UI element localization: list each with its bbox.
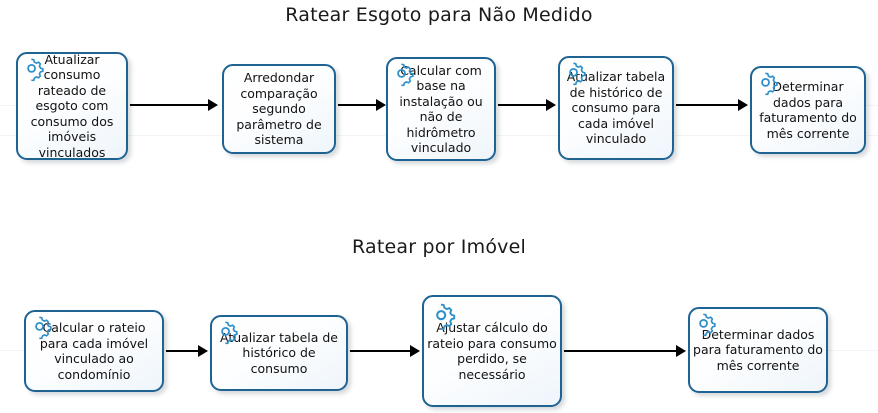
connector-arrow (350, 345, 420, 357)
section-title-bottom: Ratear por Imóvel (352, 236, 526, 258)
node-label: Determinar dados para faturamento do mês… (693, 326, 823, 373)
process-node-ajustar-calculo-rateio[interactable]: Ajustar cálculo do rateio para consumo p… (422, 295, 562, 407)
node-label: Atualizar tabela de histórico de consumo… (566, 69, 666, 147)
process-node-atualizar-consumo-rateado[interactable]: Atualizar consumo rateado de esgoto com … (16, 52, 128, 160)
process-node-determinar-dados-faturamento[interactable]: Determinar dados para faturamento do mês… (750, 66, 866, 154)
process-node-arredondar-comparacao[interactable]: Arredondar comparação segundo parâmetro … (222, 64, 336, 154)
section-title-top: Ratear Esgoto para Não Medido (285, 4, 593, 26)
node-label: Atualizar consumo rateado de esgoto com … (30, 52, 114, 160)
process-node-atualizar-tabela-historico-consumo[interactable]: Atualizar tabela de histórico de consumo (210, 315, 348, 391)
process-node-calcular-com-base-instalacao[interactable]: Calcular com base na instalação ou não d… (386, 57, 496, 161)
process-node-atualizar-tabela-historico[interactable]: Atualizar tabela de histórico de consumo… (558, 56, 674, 160)
process-node-determinar-dados-faturamento-2[interactable]: Determinar dados para faturamento do mês… (688, 307, 828, 393)
process-node-calcular-rateio-condominio[interactable]: Calcular o rateio para cada imóvel vincu… (24, 310, 164, 392)
node-label: Ajustar cálculo do rateio para consumo p… (427, 320, 557, 382)
node-label: Arredondar comparação segundo parâmetro … (236, 70, 322, 148)
node-label: Determinar dados para faturamento do mês… (759, 79, 857, 141)
connector-arrow (564, 345, 686, 357)
node-label: Calcular o rateio para cada imóvel vincu… (39, 320, 149, 382)
connector-arrow (166, 345, 208, 357)
node-label: Atualizar tabela de histórico de consumo (219, 329, 338, 376)
node-label: Calcular com base na instalação ou não d… (399, 62, 483, 156)
